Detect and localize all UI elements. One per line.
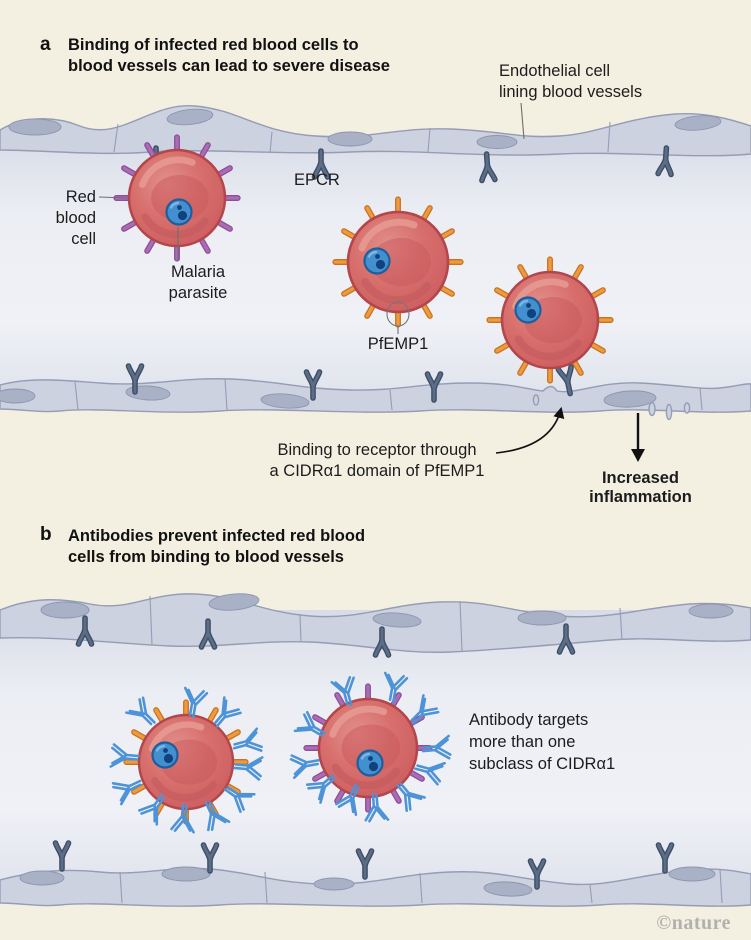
nature-credit: ©nature: [656, 912, 731, 934]
malaria-parasite-icon: [514, 296, 542, 324]
label-malaria-parasite: Malaria parasite: [168, 263, 228, 302]
endothelial-leader-line: [520, 102, 525, 140]
inflammation-drips: [532, 394, 691, 421]
label-endothelial-cell: Endothelial cell lining blood vessels: [499, 62, 643, 101]
label-epcr: EPCR: [294, 171, 340, 189]
label-red-blood-cell: Red blood cell: [55, 188, 96, 248]
label-pfemp1: PfEMP1: [367, 335, 429, 353]
malaria-parasite-icon: [363, 247, 391, 275]
label-antibody-targets: Antibody targets more than one subclass …: [469, 711, 616, 773]
malaria-parasite-icon: [151, 741, 179, 769]
endothelium-wall-bottom-b: [0, 843, 751, 907]
rbc-leader-line: [98, 196, 129, 199]
endothelium-wall-bottom-a: [0, 366, 751, 421]
panel-a-title: Binding of infected red blood cells to b…: [68, 36, 390, 75]
endothelium-wall-top-a: [0, 105, 751, 181]
panel-a-letter: a: [40, 34, 51, 55]
malaria-parasite-icon: [356, 749, 384, 777]
panel-b-title: Antibodies prevent infected red blood ce…: [68, 527, 366, 566]
panel-b-letter: b: [40, 524, 52, 545]
label-increased-inflammation: Increased inflammation: [589, 469, 692, 506]
binding-arrow: [495, 406, 565, 454]
label-binding-receptor: Binding to receptor through a CIDRα1 dom…: [269, 441, 485, 480]
malaria-parasite-icon: [165, 198, 193, 226]
inflammation-arrow: [631, 413, 645, 462]
endothelium-wall-top-b: [0, 593, 751, 655]
